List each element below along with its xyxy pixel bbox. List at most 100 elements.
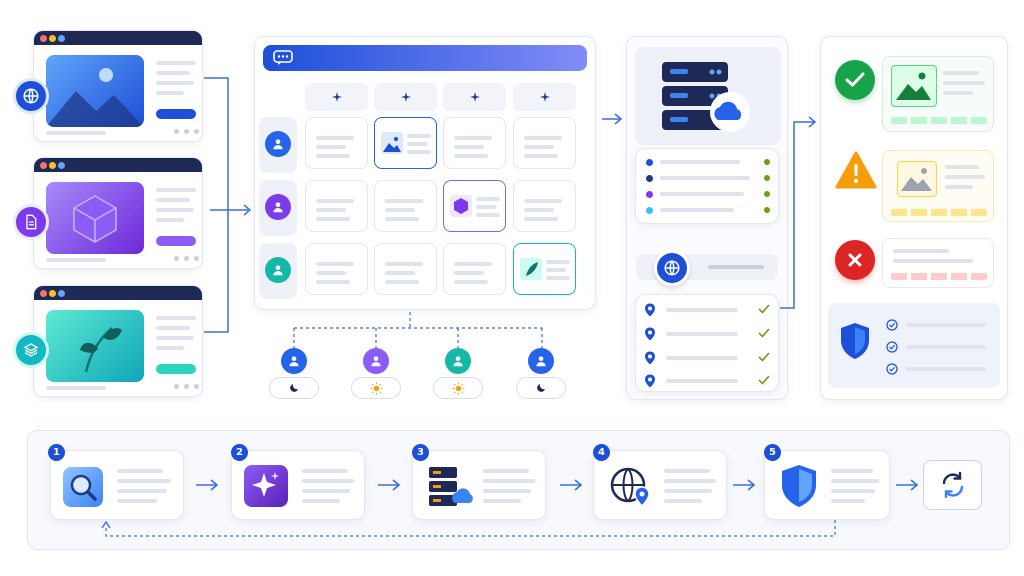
grid-cell[interactable] — [305, 243, 368, 295]
chat-bubble-icon — [273, 50, 293, 66]
check-circle-small-icon — [886, 363, 898, 375]
check-icon — [758, 328, 770, 338]
step-number-badge: 1 — [48, 444, 65, 461]
theme-pill-dark[interactable] — [269, 377, 319, 399]
moon-icon — [535, 382, 547, 394]
column-header-1 — [305, 83, 368, 111]
location-list-card — [635, 294, 779, 392]
sparkle-icon — [539, 91, 551, 103]
user-avatar-icon — [363, 348, 389, 374]
pipeline-step-2[interactable] — [231, 450, 365, 520]
magnifier-icon — [63, 467, 103, 507]
globe-icon — [13, 78, 49, 114]
user-connector — [293, 312, 543, 348]
user-avatar-icon — [265, 194, 291, 220]
grid-cell-selected-image[interactable] — [374, 117, 437, 169]
image-thumbnail — [46, 55, 144, 127]
flow-arrow — [196, 479, 219, 491]
check-icon — [758, 352, 770, 362]
step-number-badge: 5 — [764, 444, 781, 461]
flow-arrow — [378, 479, 401, 491]
check-circle-icon — [835, 60, 875, 100]
row-head-3 — [259, 243, 297, 299]
column-header-2 — [374, 83, 437, 111]
grid-cell[interactable] — [305, 117, 368, 169]
user-avatar-icon — [445, 348, 471, 374]
sun-icon — [370, 382, 383, 395]
source-connector — [204, 77, 252, 333]
sparkle-icon — [331, 91, 343, 103]
security-card — [828, 303, 1000, 388]
check-circle-small-icon — [886, 319, 898, 331]
step-number-badge: 2 — [231, 444, 248, 461]
source-action-button[interactable] — [156, 109, 196, 119]
grid-cell[interactable] — [374, 243, 437, 295]
shield-icon — [838, 321, 872, 361]
server-cloud-icon — [427, 465, 475, 509]
check-icon — [758, 375, 770, 385]
result-card-success[interactable] — [882, 56, 994, 132]
source-card-plant — [33, 285, 203, 397]
x-circle-icon — [835, 240, 875, 280]
grid-cell[interactable] — [513, 180, 576, 232]
user-avatar-icon — [528, 348, 554, 374]
moon-icon — [288, 382, 300, 394]
leaf-icon — [520, 258, 542, 280]
refresh-icon — [938, 470, 968, 500]
results-connector — [780, 116, 817, 309]
pipeline-step-1[interactable] — [50, 450, 184, 520]
server-list-card — [635, 148, 779, 224]
theme-pill-light[interactable] — [351, 377, 401, 399]
plant-thumbnail — [46, 310, 144, 382]
theme-pill-light[interactable] — [433, 377, 483, 399]
sun-icon — [452, 382, 465, 395]
flow-arrow — [733, 479, 756, 491]
flow-arrow — [896, 479, 919, 491]
column-header-4 — [513, 83, 576, 111]
result-card-warning[interactable] — [882, 150, 994, 222]
user-avatar-icon — [281, 348, 307, 374]
sparkle-icon — [469, 91, 481, 103]
grid-cell[interactable] — [443, 243, 506, 295]
warning-triangle-icon — [834, 150, 878, 190]
user-avatar-icon — [265, 131, 291, 157]
source-card-model — [33, 157, 203, 269]
source-action-button[interactable] — [156, 364, 196, 374]
cube-icon — [450, 195, 472, 217]
location-pin-icon — [644, 303, 656, 317]
grid-header-bar — [263, 45, 587, 71]
image-icon — [381, 132, 403, 154]
theme-pill-dark[interactable] — [516, 377, 566, 399]
column-header-3 — [443, 83, 506, 111]
location-pin-icon — [644, 351, 656, 365]
grid-cell[interactable] — [513, 117, 576, 169]
refresh-button[interactable] — [923, 460, 982, 510]
row-head-1 — [259, 117, 297, 173]
grid-cell-selected-leaf[interactable] — [513, 243, 576, 295]
sparkle-icon — [400, 91, 412, 103]
check-circle-small-icon — [886, 341, 898, 353]
step-number-badge: 4 — [593, 444, 610, 461]
location-pin-icon — [644, 374, 656, 388]
sparkle-chat-icon — [244, 465, 288, 507]
source-card-image — [33, 30, 203, 142]
pipeline-step-3[interactable] — [412, 450, 546, 520]
grid-cell[interactable] — [374, 180, 437, 232]
shield-icon — [779, 463, 819, 509]
grid-cell[interactable] — [443, 117, 506, 169]
grid-cell[interactable] — [305, 180, 368, 232]
step-number-badge: 3 — [412, 444, 429, 461]
layers-icon — [13, 332, 49, 368]
grid-cell-selected-cube[interactable] — [443, 180, 506, 232]
row-head-2 — [259, 180, 297, 236]
pipeline-step-5[interactable] — [764, 450, 890, 520]
server-cloud-icon — [660, 60, 752, 136]
feedback-loop — [101, 520, 836, 537]
flow-arrow — [560, 479, 583, 491]
globe-pin-icon — [608, 465, 654, 509]
result-card-error[interactable] — [882, 238, 994, 288]
source-action-button[interactable] — [156, 236, 196, 246]
check-icon — [758, 304, 770, 314]
pipeline-step-4[interactable] — [593, 450, 727, 520]
globe-icon — [654, 250, 690, 286]
